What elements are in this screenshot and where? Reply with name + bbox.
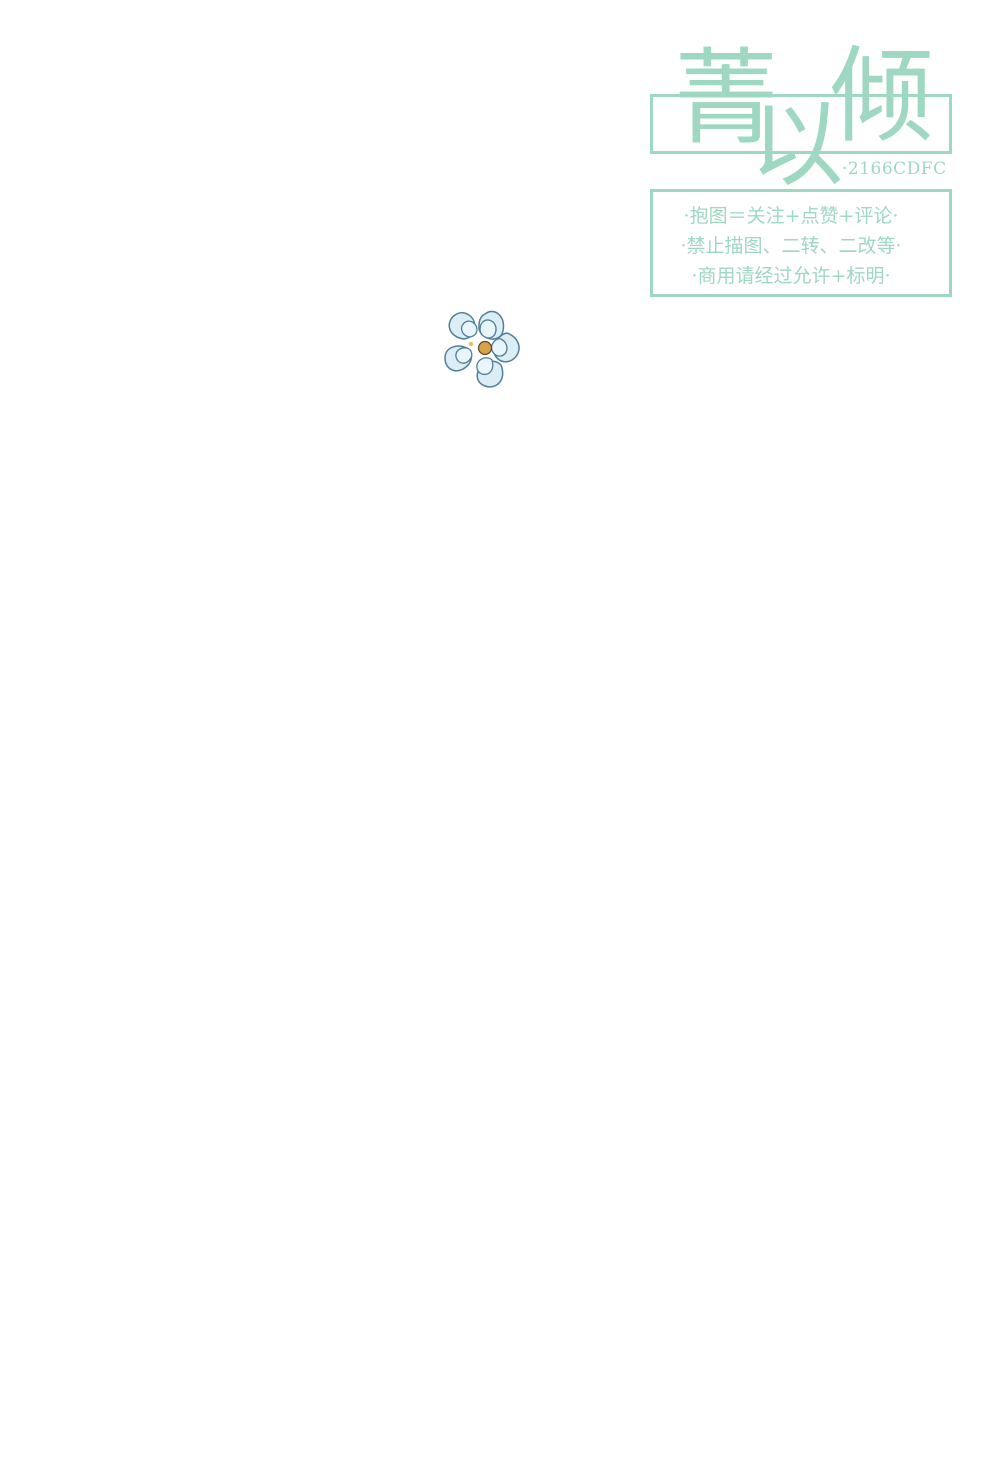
watermark-title-char: 菁 (674, 37, 779, 159)
blue-flower-icon (440, 300, 530, 396)
watermark-code: ·2166CDFC (842, 159, 947, 179)
rules-box (650, 189, 952, 297)
watermark-block: 菁 以 倾 ·2166CDFC ·抱图＝关注+点赞+评论· ·禁止描图、二转、二… (640, 40, 960, 305)
rule-line: ·抱图＝关注+点赞+评论· (683, 205, 899, 227)
rule-line: ·禁止描图、二转、二改等· (680, 235, 902, 257)
watermark-title-char: 倾 (830, 35, 935, 157)
title-frame (650, 94, 952, 154)
watermark-title-char: 以 (750, 89, 844, 200)
rule-line: ·商用请经过允许+标明· (691, 265, 891, 287)
